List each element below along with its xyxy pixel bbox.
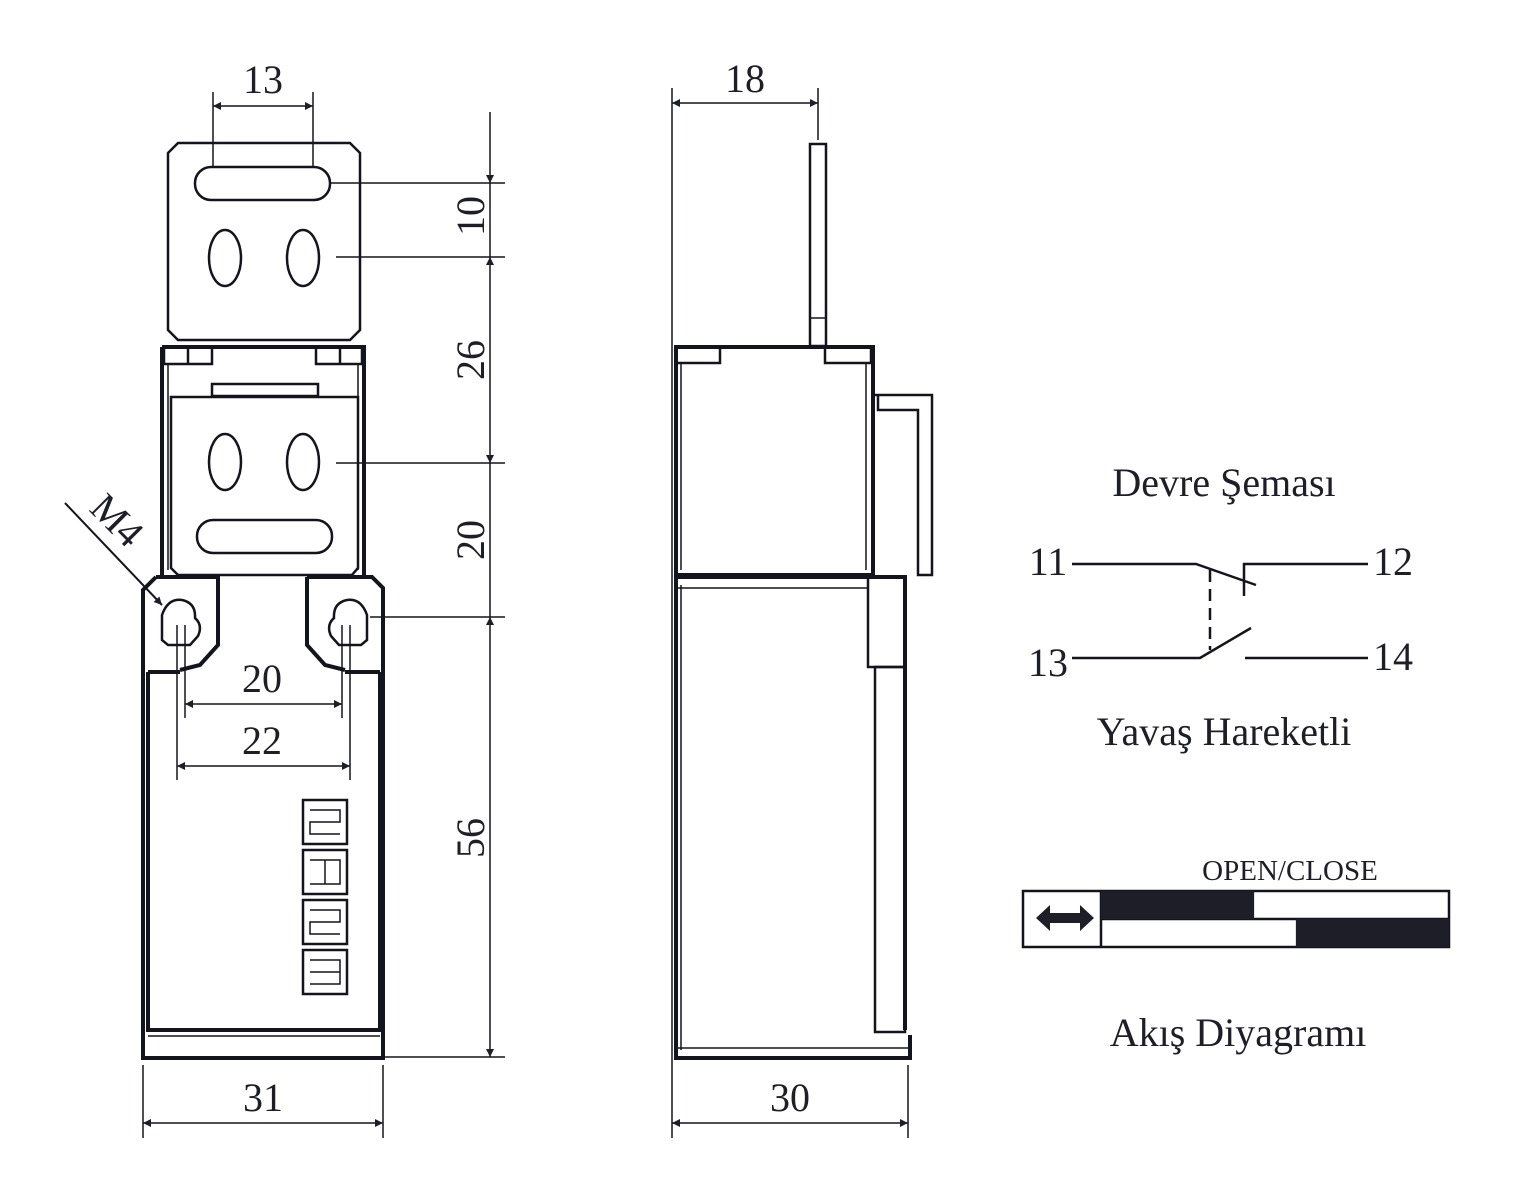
flow-closed-bar — [1295, 919, 1449, 947]
dim-10: 10 — [448, 196, 493, 236]
thread-label-m4: M4 — [82, 485, 153, 556]
mount-hole — [285, 228, 321, 288]
dim-30: 30 — [770, 1075, 810, 1120]
flow-title: Akış Diyagramı — [1110, 1010, 1367, 1055]
head-housing — [160, 345, 366, 575]
dim-20-horizontal: 20 — [242, 656, 282, 701]
actuator-insert — [169, 395, 360, 577]
flow-closed-bar — [1101, 891, 1255, 919]
flow-diagram: OPEN/CLOSE Akış Diyagramı — [1021, 855, 1451, 1055]
keyhole-hole — [327, 598, 369, 647]
terminal-11: 11 — [1029, 539, 1068, 584]
circuit-diagram: Devre Şeması 11 12 13 14 Yavaş Hareketli — [1028, 460, 1413, 754]
dim-13: 13 — [243, 57, 283, 102]
double-arrow-icon — [1036, 905, 1094, 931]
switch-body — [141, 575, 385, 1060]
dim-18: 18 — [725, 56, 765, 101]
dim-31: 31 — [243, 1075, 283, 1120]
dim-22: 22 — [242, 718, 282, 763]
front-view: 13 10 26 20 56 20 22 31 M4 — [64, 57, 505, 1138]
head-housing-side — [674, 345, 875, 577]
actuator-plate — [166, 141, 362, 342]
terminal-13: 13 — [1028, 640, 1068, 685]
actuator-slot — [195, 518, 334, 555]
dim-20-vertical: 20 — [448, 520, 493, 560]
actuator-slot — [193, 165, 332, 202]
keyhole-hole — [160, 598, 202, 647]
switch-type-label: Yavaş Hareketli — [1097, 709, 1352, 754]
mount-hole — [285, 432, 321, 492]
terminal-12: 12 — [1373, 539, 1413, 584]
mount-hole — [207, 228, 243, 288]
circuit-title: Devre Şeması — [1112, 460, 1335, 505]
flow-header: OPEN/CLOSE — [1202, 855, 1378, 887]
bracket — [873, 393, 934, 577]
actuator-tongue — [808, 142, 828, 348]
mount-hole — [207, 432, 243, 492]
dim-56: 56 — [448, 818, 493, 858]
terminal-14: 14 — [1373, 634, 1413, 679]
side-view: 18 30 — [671, 56, 934, 1138]
dim-26: 26 — [448, 340, 493, 380]
emas-logo — [301, 798, 349, 996]
